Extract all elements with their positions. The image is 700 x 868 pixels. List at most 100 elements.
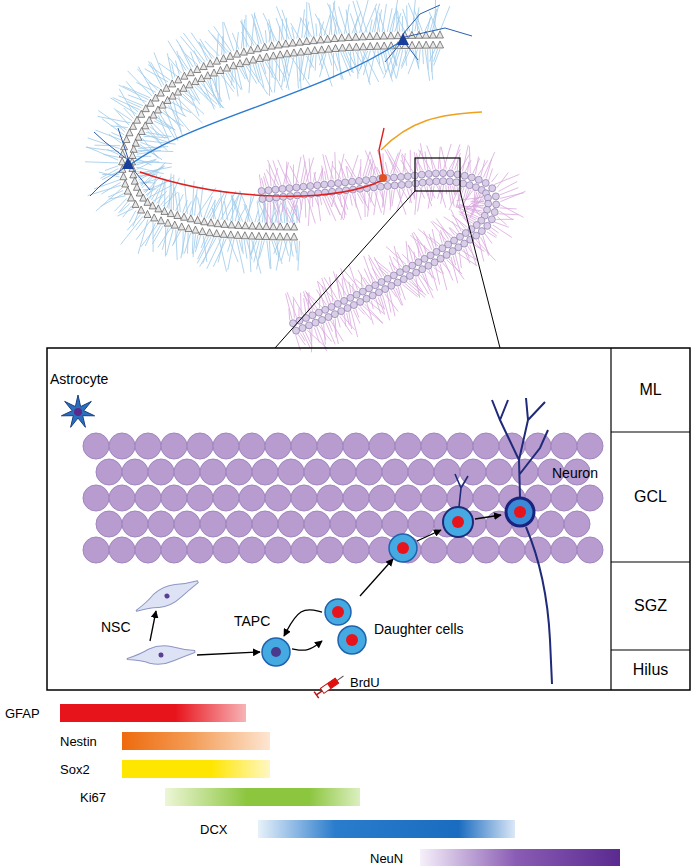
pyramidal-cell (310, 37, 317, 44)
pyramidal-cell (199, 228, 206, 235)
granule-cell (239, 433, 265, 459)
granule-cell (312, 319, 319, 326)
dendrite-hair (424, 245, 425, 253)
granule-cell (291, 433, 317, 459)
daughter-cells-shape (322, 596, 368, 656)
dendrite-hair (136, 83, 155, 93)
granule-cell (291, 485, 317, 511)
granule-cell (390, 174, 397, 181)
pyramidal-cell (261, 43, 268, 50)
pyramidal-cell (303, 37, 310, 44)
illustration-part (325, 599, 351, 625)
dendrite-hair (306, 56, 314, 68)
pyramidal-cell (242, 222, 249, 229)
dendrite-hair (228, 239, 234, 270)
dendrite-hair (457, 197, 484, 200)
self-renewal-arrow (150, 611, 156, 641)
granule-cell (309, 312, 316, 319)
dendrite-hair (332, 165, 340, 179)
pyramidal-cell (169, 92, 176, 99)
dendrite-hair (296, 199, 298, 207)
dendrite-hair (164, 179, 165, 208)
granule-cell (83, 485, 109, 511)
granule-cell (460, 459, 486, 485)
dendrite-hair (500, 205, 523, 218)
neuron-cell-shape (504, 496, 536, 528)
granule-cell (577, 433, 603, 459)
granule-cell (538, 511, 564, 537)
dendrite-hair (326, 323, 335, 345)
dendrite-hair (444, 144, 452, 169)
dendrite-hair (137, 69, 157, 90)
dendrite-hair (195, 235, 200, 252)
dendrite-hair (183, 94, 204, 115)
dendrite-hair (88, 138, 120, 149)
pyramidal-cell (381, 42, 388, 49)
pyramidal-cell (192, 78, 199, 85)
pyramidal-cell (194, 216, 201, 223)
dendrite-hair (385, 149, 399, 173)
dendrite-hair (349, 312, 352, 329)
illustration-part (126, 642, 196, 667)
dendrite-hair (403, 9, 410, 32)
dendrite-hair (292, 27, 294, 39)
dendrite-hair (419, 49, 420, 64)
dendrite-hair (339, 161, 346, 179)
pyramidal-cell (423, 41, 430, 48)
cell-label: NSC (101, 619, 131, 636)
granule-cell (286, 185, 293, 192)
granule-cell (350, 302, 357, 309)
dendrite-hair (394, 289, 402, 305)
dendrite-hair (413, 252, 415, 260)
dendrite-hair (298, 241, 300, 271)
granule-cell (314, 182, 321, 189)
pyramidal-cell (359, 33, 366, 40)
pyramidal-cell (194, 66, 201, 73)
dendrite-hair (392, 189, 395, 206)
pyramidal-cell (187, 215, 194, 222)
migrating-cell (389, 534, 417, 562)
pyramidal-cell (213, 230, 220, 237)
granule-cell (148, 459, 174, 485)
granule-cell (213, 433, 239, 459)
dendrite-hair (389, 157, 396, 173)
granule-cell (187, 433, 213, 459)
dendrite-hair (457, 204, 469, 226)
dendrite-hair (278, 160, 289, 184)
migrating-cell (443, 507, 473, 537)
pyramidal-cell (167, 210, 174, 217)
dendrite-hair (449, 187, 459, 210)
granule-cell (488, 216, 495, 223)
layer-band: ML (611, 348, 690, 432)
dendrite-hair (418, 276, 429, 294)
dendrite-hair (285, 201, 288, 222)
granule-cell (434, 459, 460, 485)
dendrite-hair (412, 0, 415, 31)
dendrite-hair (116, 123, 126, 132)
dendrite-hair (372, 4, 379, 33)
pyramidal-cell (129, 152, 136, 159)
dendrite-hair (394, 246, 399, 268)
granule-layer (258, 170, 500, 335)
granule-cell (577, 537, 603, 563)
dendrite-hair (427, 271, 436, 279)
pyramidal-cell (268, 42, 275, 49)
dendrite-hair (304, 298, 306, 314)
pyramidal-cell (136, 189, 143, 196)
dendrite-hair (389, 262, 393, 272)
granule-cell (317, 433, 343, 459)
granule-cell (226, 511, 252, 537)
dendrite-hair (321, 325, 326, 340)
dendrite-hair (320, 197, 322, 205)
dendrite-hair (181, 95, 194, 106)
granule-cell (265, 187, 272, 194)
dendrite-hair (431, 269, 437, 291)
dendrite-hair (325, 171, 326, 180)
dendrite-hair (440, 6, 450, 31)
dendrite-hair (387, 8, 392, 32)
dendrite-hair (220, 190, 223, 220)
dendrite-hair (195, 187, 198, 216)
dendrite-hair (124, 108, 134, 118)
syringe-plunger (316, 691, 322, 695)
